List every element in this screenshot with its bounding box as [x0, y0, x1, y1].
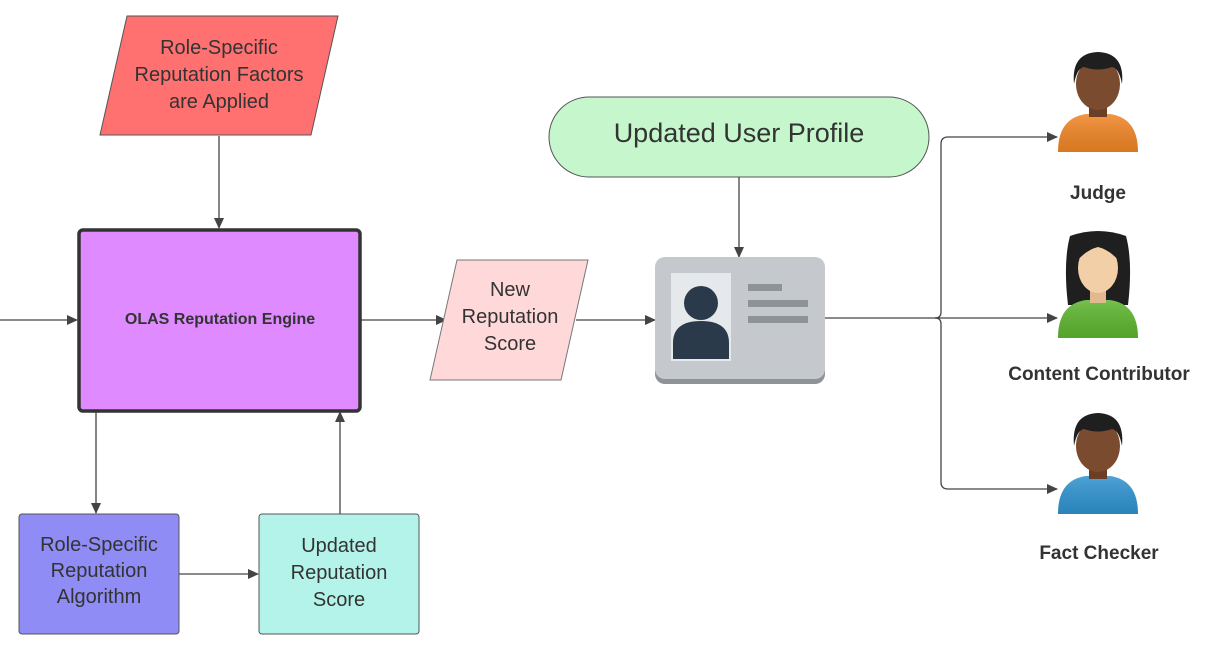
id-card-icon — [655, 257, 825, 384]
updated-score-line-1: Updated — [301, 535, 377, 557]
factors-shape — [99, 15, 339, 136]
engine-box — [77, 228, 362, 413]
content-contributor-role: Content Contributor — [1008, 231, 1190, 385]
algorithm-line-3: Algorithm — [57, 586, 141, 608]
factors-line-2: Reputation Factors — [135, 64, 304, 86]
profile-shape — [548, 96, 930, 178]
new-score-line-3: Score — [484, 333, 536, 355]
profile-label: Updated User Profile — [614, 118, 865, 148]
algorithm-box — [18, 513, 180, 635]
fact-checker-avatar-icon — [1058, 413, 1138, 514]
profile-node: Updated User Profile — [548, 96, 930, 178]
engine-node: OLAS Reputation Engine — [77, 228, 362, 413]
new-score-line-2: Reputation — [462, 306, 559, 328]
algorithm-line-2: Reputation — [51, 560, 148, 582]
algorithm-line-1: Role-Specific — [40, 534, 158, 556]
arrow-to-judge — [934, 132, 1058, 319]
fact-checker-role: Fact Checker — [1039, 413, 1159, 564]
connectors — [0, 132, 1058, 579]
updated-score-box — [258, 513, 420, 635]
judge-label: Judge — [1070, 183, 1126, 204]
new-score-line-1: New — [490, 279, 531, 301]
engine-label: OLAS Reputation Engine — [125, 311, 315, 328]
factors-node: Role-Specific Reputation Factors are App… — [99, 15, 339, 136]
content-contributor-avatar-icon — [1058, 231, 1138, 338]
factors-line-1: Role-Specific — [160, 37, 278, 59]
updated-score-line-3: Score — [313, 589, 365, 611]
new-score-node: New Reputation Score — [429, 259, 589, 381]
updated-score-node: Updated Reputation Score — [258, 513, 420, 635]
fact-checker-label: Fact Checker — [1039, 543, 1159, 564]
updated-score-line-2: Reputation — [291, 562, 388, 584]
factors-line-3: are Applied — [169, 91, 269, 113]
new-score-shape — [429, 259, 589, 381]
arrow-to-fact-checker — [934, 317, 1058, 494]
content-contributor-label: Content Contributor — [1008, 364, 1190, 385]
judge-avatar-icon — [1058, 52, 1138, 152]
algorithm-node: Role-Specific Reputation Algorithm — [18, 513, 180, 635]
judge-role: Judge — [1058, 52, 1138, 204]
